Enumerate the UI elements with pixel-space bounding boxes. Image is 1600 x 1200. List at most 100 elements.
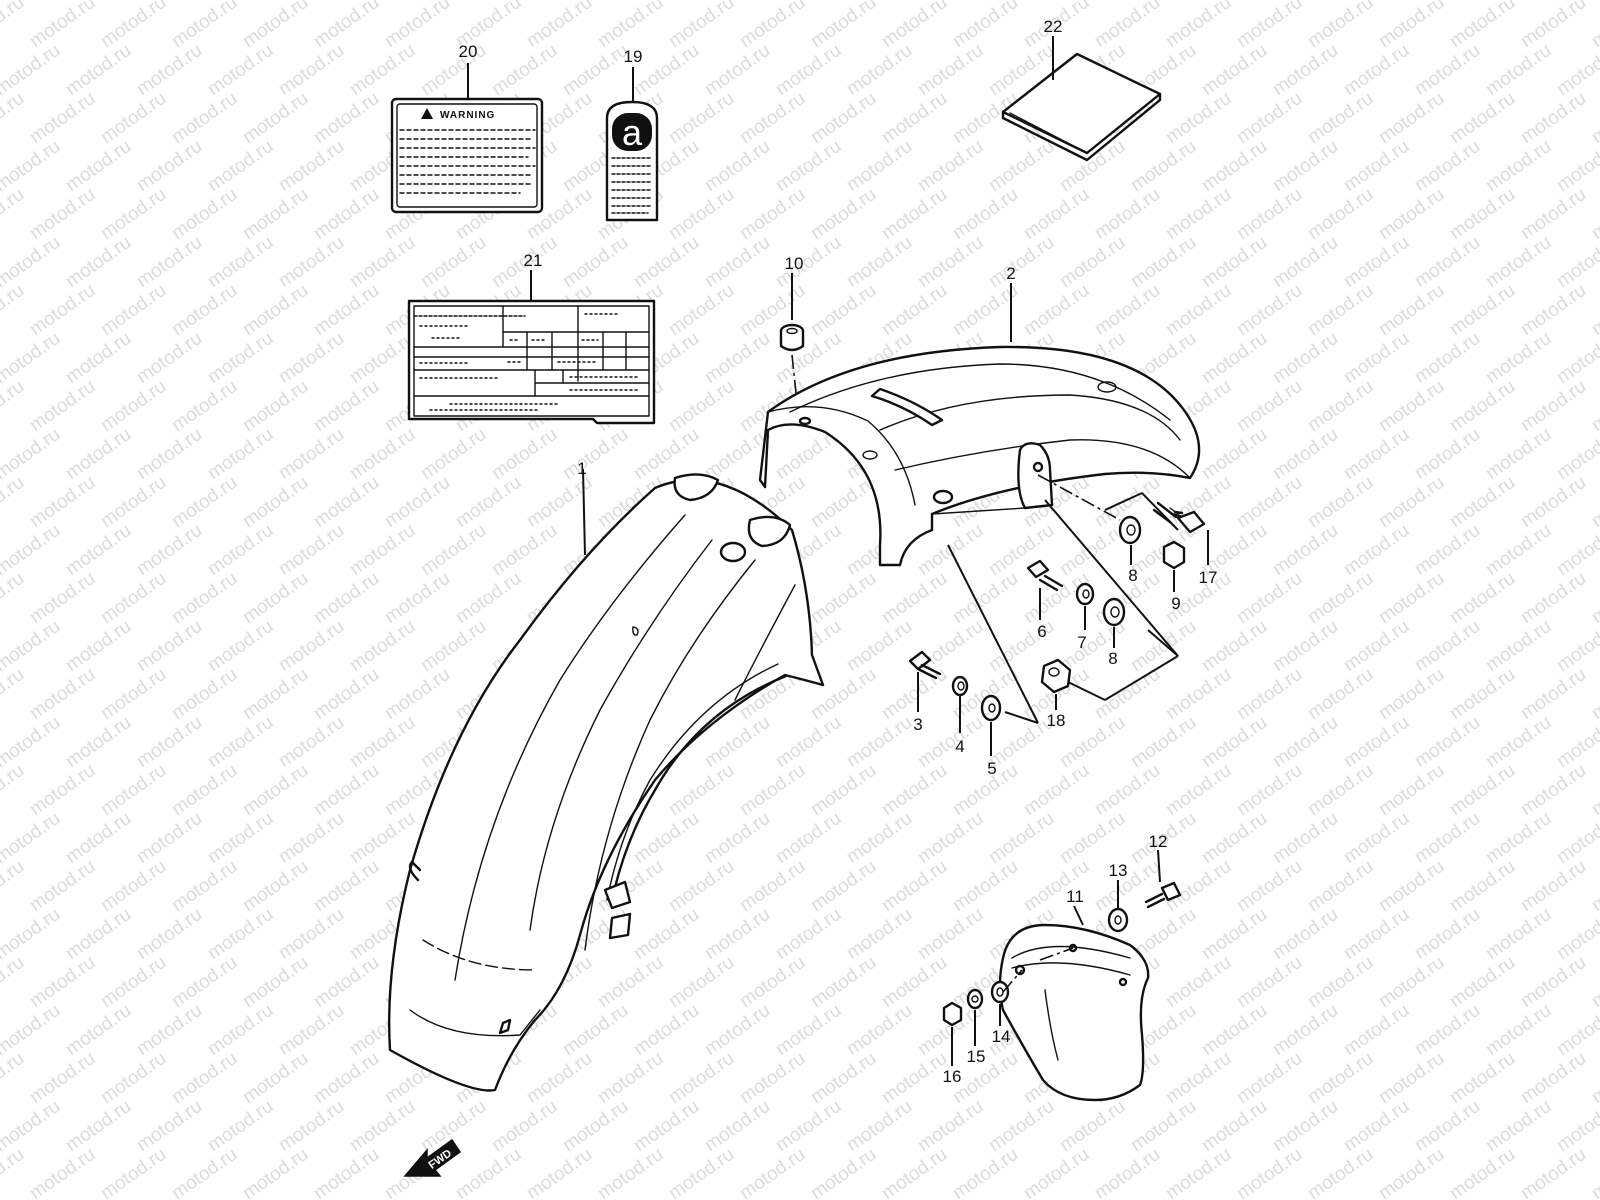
watermark-text: motod.ru: [275, 1096, 348, 1156]
watermark-text: motod.ru: [62, 328, 135, 388]
callout-19: 19: [624, 47, 643, 66]
watermark-text: motod.ru: [878, 1144, 951, 1200]
watermark-text: motod.ru: [665, 760, 738, 820]
watermark-text: motod.ru: [843, 232, 916, 292]
watermark-text: motod.ru: [665, 376, 738, 436]
watermark-text: motod.ru: [381, 664, 454, 724]
watermark-text: motod.ru: [736, 1144, 809, 1200]
watermark-text: motod.ru: [736, 88, 809, 148]
watermark-text: motod.ru: [26, 472, 99, 532]
watermark-text: motod.ru: [1375, 568, 1448, 628]
watermark-text: motod.ru: [133, 40, 206, 100]
watermark-text: motod.ru: [1198, 424, 1271, 484]
watermark-text: motod.ru: [1517, 280, 1590, 340]
watermark-text: motod.ru: [0, 328, 64, 388]
watermark-text: motod.ru: [1340, 232, 1413, 292]
watermark-text: motod.ru: [1020, 184, 1093, 244]
callout-15: 15: [967, 1047, 986, 1066]
watermark-text: motod.ru: [62, 424, 135, 484]
watermark-text: motod.ru: [26, 1048, 99, 1108]
watermark-text: motod.ru: [346, 1096, 419, 1156]
watermark-text: motod.ru: [665, 856, 738, 916]
callout-18: 18: [1047, 711, 1066, 730]
watermark-text: motod.ru: [310, 1048, 383, 1108]
watermark-text: motod.ru: [630, 904, 703, 964]
watermark-text: motod.ru: [417, 424, 490, 484]
watermark-text: motod.ru: [914, 904, 987, 964]
part-13-washer: [1107, 907, 1129, 933]
watermark-text: motod.ru: [133, 424, 206, 484]
watermark-text: motod.ru: [1304, 952, 1377, 1012]
watermark-text: motod.ru: [1588, 280, 1600, 340]
watermark-text: motod.ru: [1446, 568, 1519, 628]
watermark-text: motod.ru: [1375, 88, 1448, 148]
watermark-text: motod.ru: [843, 136, 916, 196]
watermark-text: motod.ru: [346, 616, 419, 676]
watermark-text: motod.ru: [736, 184, 809, 244]
watermark-text: motod.ru: [1411, 328, 1484, 388]
watermark-text: motod.ru: [1446, 0, 1519, 52]
watermark-text: motod.ru: [1482, 520, 1555, 580]
watermark-text: motod.ru: [559, 424, 632, 484]
watermark-text: motod.ru: [310, 568, 383, 628]
watermark-text: motod.ru: [807, 184, 880, 244]
watermark-text: motod.ru: [1411, 232, 1484, 292]
watermark-text: motod.ru: [1411, 904, 1484, 964]
watermark-text: motod.ru: [204, 136, 277, 196]
watermark-text: motod.ru: [949, 760, 1022, 820]
watermark-text: motod.ru: [1091, 856, 1164, 916]
watermark-text: motod.ru: [843, 40, 916, 100]
watermark-text: motod.ru: [1233, 664, 1306, 724]
watermark-text: motod.ru: [1375, 856, 1448, 916]
watermark-text: motod.ru: [1340, 328, 1413, 388]
watermark-text: motod.ru: [772, 712, 845, 772]
part-5-washer: [980, 694, 1002, 722]
watermark-text: motod.ru: [701, 136, 774, 196]
watermark-text: motod.ru: [0, 40, 64, 100]
watermark-text: motod.ru: [1446, 184, 1519, 244]
watermark-text: motod.ru: [97, 1144, 170, 1200]
watermark-text: motod.ru: [239, 760, 312, 820]
watermark-text: motod.ru: [1269, 40, 1342, 100]
watermark-text: motod.ru: [97, 376, 170, 436]
watermark-text: motod.ru: [1269, 1000, 1342, 1060]
watermark-text: motod.ru: [1375, 760, 1448, 820]
watermark-text: motod.ru: [310, 88, 383, 148]
watermark-text: motod.ru: [1517, 0, 1590, 52]
watermark-text: motod.ru: [1162, 1048, 1235, 1108]
watermark-text: motod.ru: [0, 808, 64, 868]
watermark-text: motod.ru: [1588, 856, 1600, 916]
watermark-text: motod.ru: [665, 0, 738, 52]
watermark-text: motod.ru: [1482, 40, 1555, 100]
watermark-text: motod.ru: [133, 904, 206, 964]
watermark-text: motod.ru: [1091, 664, 1164, 724]
watermark-text: motod.ru: [1162, 88, 1235, 148]
watermark-text: motod.ru: [204, 1096, 277, 1156]
watermark-text: motod.ru: [1304, 472, 1377, 532]
watermark-text: motod.ru: [1127, 232, 1200, 292]
part-14-washer: [990, 980, 1010, 1004]
watermark-text: motod.ru: [594, 952, 667, 1012]
watermark-text: motod.ru: [807, 280, 880, 340]
watermark-text: motod.ru: [1411, 712, 1484, 772]
part-8-washer-a: [1118, 515, 1142, 545]
watermark-text: motod.ru: [1056, 1096, 1129, 1156]
watermark-text: motod.ru: [1020, 760, 1093, 820]
watermark-text: motod.ru: [1127, 616, 1200, 676]
watermark-text: motod.ru: [0, 712, 64, 772]
watermark-text: motod.ru: [1375, 952, 1448, 1012]
watermark-text: motod.ru: [1411, 616, 1484, 676]
watermark-text: motod.ru: [417, 520, 490, 580]
watermark-text: motod.ru: [1446, 376, 1519, 436]
watermark-text: motod.ru: [736, 760, 809, 820]
watermark-text: motod.ru: [133, 328, 206, 388]
watermark-text: motod.ru: [168, 280, 241, 340]
watermark-text: motod.ru: [0, 904, 64, 964]
watermark-text: motod.ru: [1198, 712, 1271, 772]
watermark-text: motod.ru: [346, 40, 419, 100]
watermark-text: motod.ru: [1517, 952, 1590, 1012]
watermark-text: motod.ru: [559, 1096, 632, 1156]
watermark-text: motod.ru: [878, 760, 951, 820]
watermark-text: motod.ru: [97, 952, 170, 1012]
part-2-rear-fender-upper: [758, 345, 1201, 567]
